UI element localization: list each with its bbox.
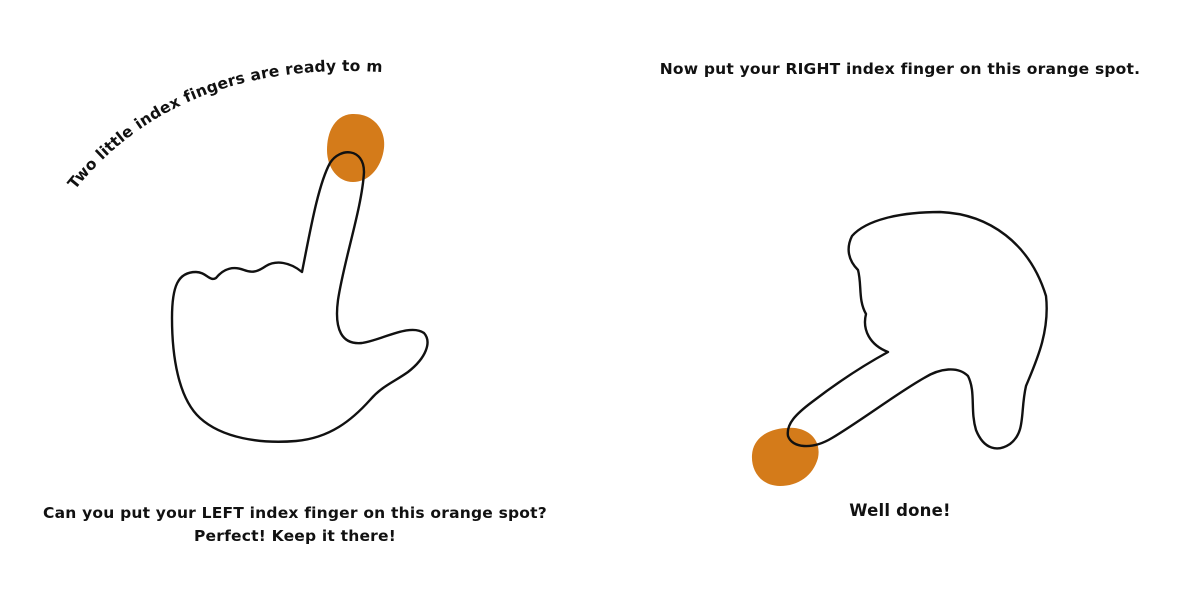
left-caption-line1: Can you put your LEFT index finger on th…: [43, 504, 547, 522]
right-page-instruction: Now put your RIGHT index finger on this …: [659, 60, 1141, 78]
left-orange-spot[interactable]: [327, 113, 385, 182]
arc-sentence: Two little index fingers are ready to mo…: [0, 0, 383, 193]
right-page-praise: Well done!: [849, 501, 951, 520]
right-orange-spot[interactable]: [751, 427, 819, 486]
left-caption-line2: Perfect! Keep it there!: [194, 527, 396, 545]
left-page-caption: Can you put your LEFT index finger on th…: [40, 502, 550, 548]
arc-sentence-text: Two little index fingers are ready to mo…: [0, 0, 383, 193]
right-hand-outline-icon: [786, 210, 1048, 450]
left-hand-outline-icon: [170, 151, 429, 443]
